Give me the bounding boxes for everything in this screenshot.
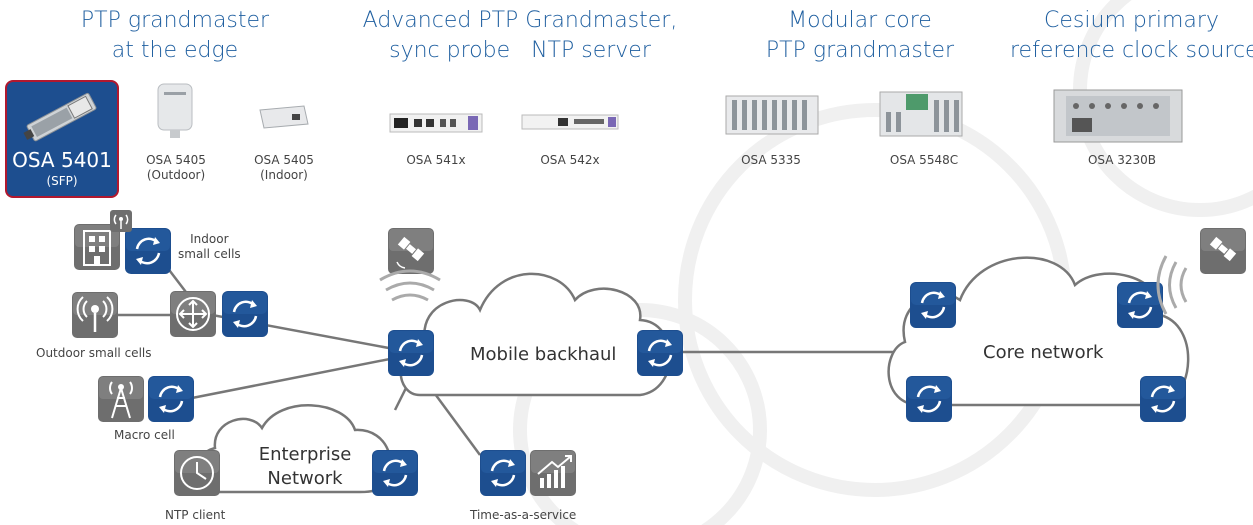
satellite-icon: [388, 228, 434, 274]
sync-icon: [146, 374, 196, 424]
sfp-module-image: [23, 92, 97, 142]
osa5405-indoor-image: [259, 105, 309, 129]
router-icon: [170, 291, 216, 337]
tower-icon: [98, 376, 144, 422]
gnss-signal-waves: [1156, 255, 1188, 315]
sync-icon: [904, 374, 954, 424]
osa5405-outdoor-image: [157, 83, 193, 138]
clock-icon: [174, 450, 220, 496]
osa542x-image: [521, 114, 619, 130]
gnss-signal-waves: [379, 269, 441, 302]
sync-icon: [220, 289, 270, 339]
caption-osa541x: OSA 541x: [406, 153, 466, 167]
label-outdoor-small-cells: Outdoor small cells: [36, 346, 152, 360]
caption-osa5548c: OSA 5548C: [889, 153, 959, 167]
osa5548c-image: [879, 91, 963, 137]
sync-icon: [478, 448, 528, 498]
core-network-cloud: [887, 256, 1190, 407]
caption-osa5335: OSA 5335: [741, 153, 801, 167]
header-advanced: Advanced PTP Grandmaster,sync probe NTP …: [362, 8, 678, 63]
satellite-icon: [1200, 228, 1246, 274]
caption-osa5405-indoor: OSA 5405(Indoor): [254, 153, 314, 182]
label-ntp-client: NTP client: [165, 508, 226, 522]
sfp-name: OSA 5401: [12, 148, 112, 172]
sync-icon: [370, 448, 420, 498]
osa5335-image: [725, 95, 819, 135]
sync-icon: [386, 328, 436, 378]
sync-icon: [635, 328, 685, 378]
small-antenna-icon: [110, 210, 132, 232]
caption-osa3230b: OSA 3230B: [1087, 153, 1157, 167]
osa3230b-image: [1053, 89, 1183, 143]
label-macro-cell: Macro cell: [114, 428, 175, 442]
mobile-backhaul-cloud: [399, 272, 672, 397]
sync-icon: [908, 280, 958, 330]
outdoor-antenna-icon: [72, 292, 118, 338]
caption-osa5405-outdoor: OSA 5405(Outdoor): [146, 153, 206, 182]
sync-icon: [1115, 280, 1165, 330]
sfp-subtitle: (SFP): [46, 174, 78, 188]
sync-icon: [123, 226, 173, 276]
osa541x-image: [389, 113, 483, 133]
caption-osa542x: OSA 542x: [540, 153, 600, 167]
sync-icon: [1138, 374, 1188, 424]
label-time-as-a-service: Time-as-a-service: [470, 508, 577, 522]
osa5401-card: OSA 5401 (SFP): [7, 82, 117, 196]
chart-icon: [530, 450, 576, 496]
label-core-network: Core network: [983, 342, 1104, 363]
building-icon: [74, 224, 120, 270]
label-mobile-backhaul: Mobile backhaul: [470, 344, 617, 365]
